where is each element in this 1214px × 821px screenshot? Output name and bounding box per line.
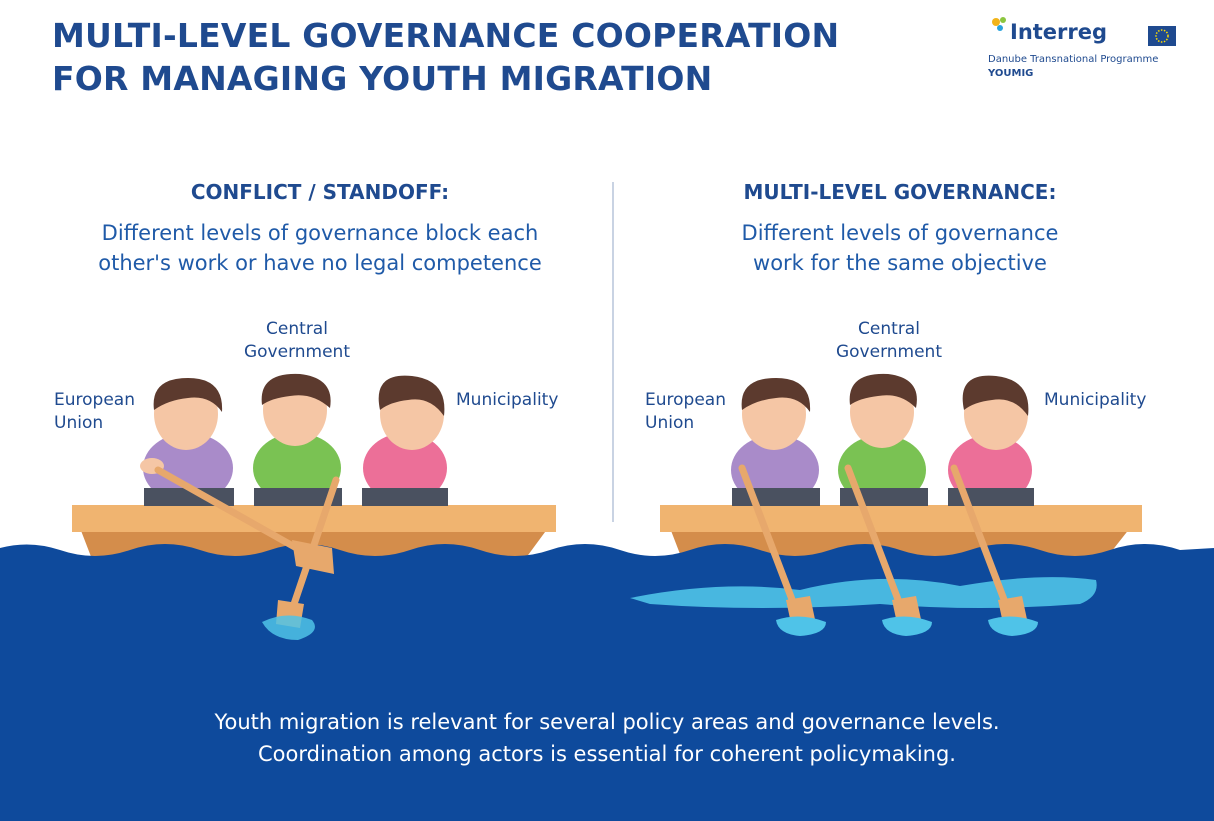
title-line-1: MULTI-LEVEL GOVERNANCE COOPERATION (52, 16, 840, 55)
right-label-eu: European Union (645, 389, 726, 435)
right-central-rower (838, 373, 928, 506)
interreg-emblem-icon (992, 17, 1176, 46)
left-label-eu: European Union (54, 389, 135, 435)
left-central-rower (253, 373, 342, 506)
left-oars (154, 466, 340, 640)
page-title: MULTI-LEVEL GOVERNANCE COOPERATION FOR M… (52, 14, 952, 100)
right-description: Different levels of governance work for … (640, 218, 1160, 278)
interreg-logo: Interreg Danube Transnational Programme … (986, 14, 1186, 94)
right-label-eu-line-1: European (645, 390, 726, 410)
left-heading: CONFLICT / STANDOFF: (190, 180, 450, 204)
right-desc-line-2: work for the same objective (753, 251, 1047, 275)
left-label-eu-line-2: Union (54, 413, 104, 433)
logo-brand: Interreg (1010, 20, 1108, 44)
left-label-central-line-2: Government (243, 342, 351, 362)
logo-project: YOUMIG (988, 68, 1034, 79)
right-eu-rower (731, 378, 820, 506)
left-label-eu-line-1: European (54, 390, 135, 410)
panel-divider (612, 182, 614, 522)
left-eu-rower (140, 378, 234, 506)
right-desc-line-1: Different levels of governance (741, 221, 1059, 245)
right-oars (630, 464, 1097, 636)
left-desc-line-1: Different levels of governance block eac… (101, 221, 539, 245)
footer-message: Youth migration is relevant for several … (0, 706, 1214, 770)
right-label-eu-line-2: Union (645, 413, 695, 433)
right-label-central: Central Government (814, 318, 964, 364)
footer-line-1: Youth migration is relevant for several … (214, 710, 1000, 734)
left-label-municipality: Municipality (456, 390, 559, 410)
footer-line-2: Coordination among actors is essential f… (258, 742, 956, 766)
right-municipality-rower (948, 375, 1034, 506)
logo-programme: Danube Transnational Programme (988, 54, 1159, 65)
left-label-central: Central Government (222, 318, 372, 364)
right-heading: MULTI-LEVEL GOVERNANCE: (743, 180, 1057, 204)
left-description: Different levels of governance block eac… (40, 218, 600, 278)
left-municipality-rower (362, 375, 448, 506)
right-label-municipality: Municipality (1044, 390, 1147, 410)
right-label-central-line-1: Central (858, 319, 920, 339)
left-label-central-line-1: Central (266, 319, 328, 339)
title-line-2: FOR MANAGING YOUTH MIGRATION (52, 59, 713, 98)
right-label-central-line-2: Government (835, 342, 943, 362)
left-desc-line-2: other's work or have no legal competence (98, 251, 542, 275)
